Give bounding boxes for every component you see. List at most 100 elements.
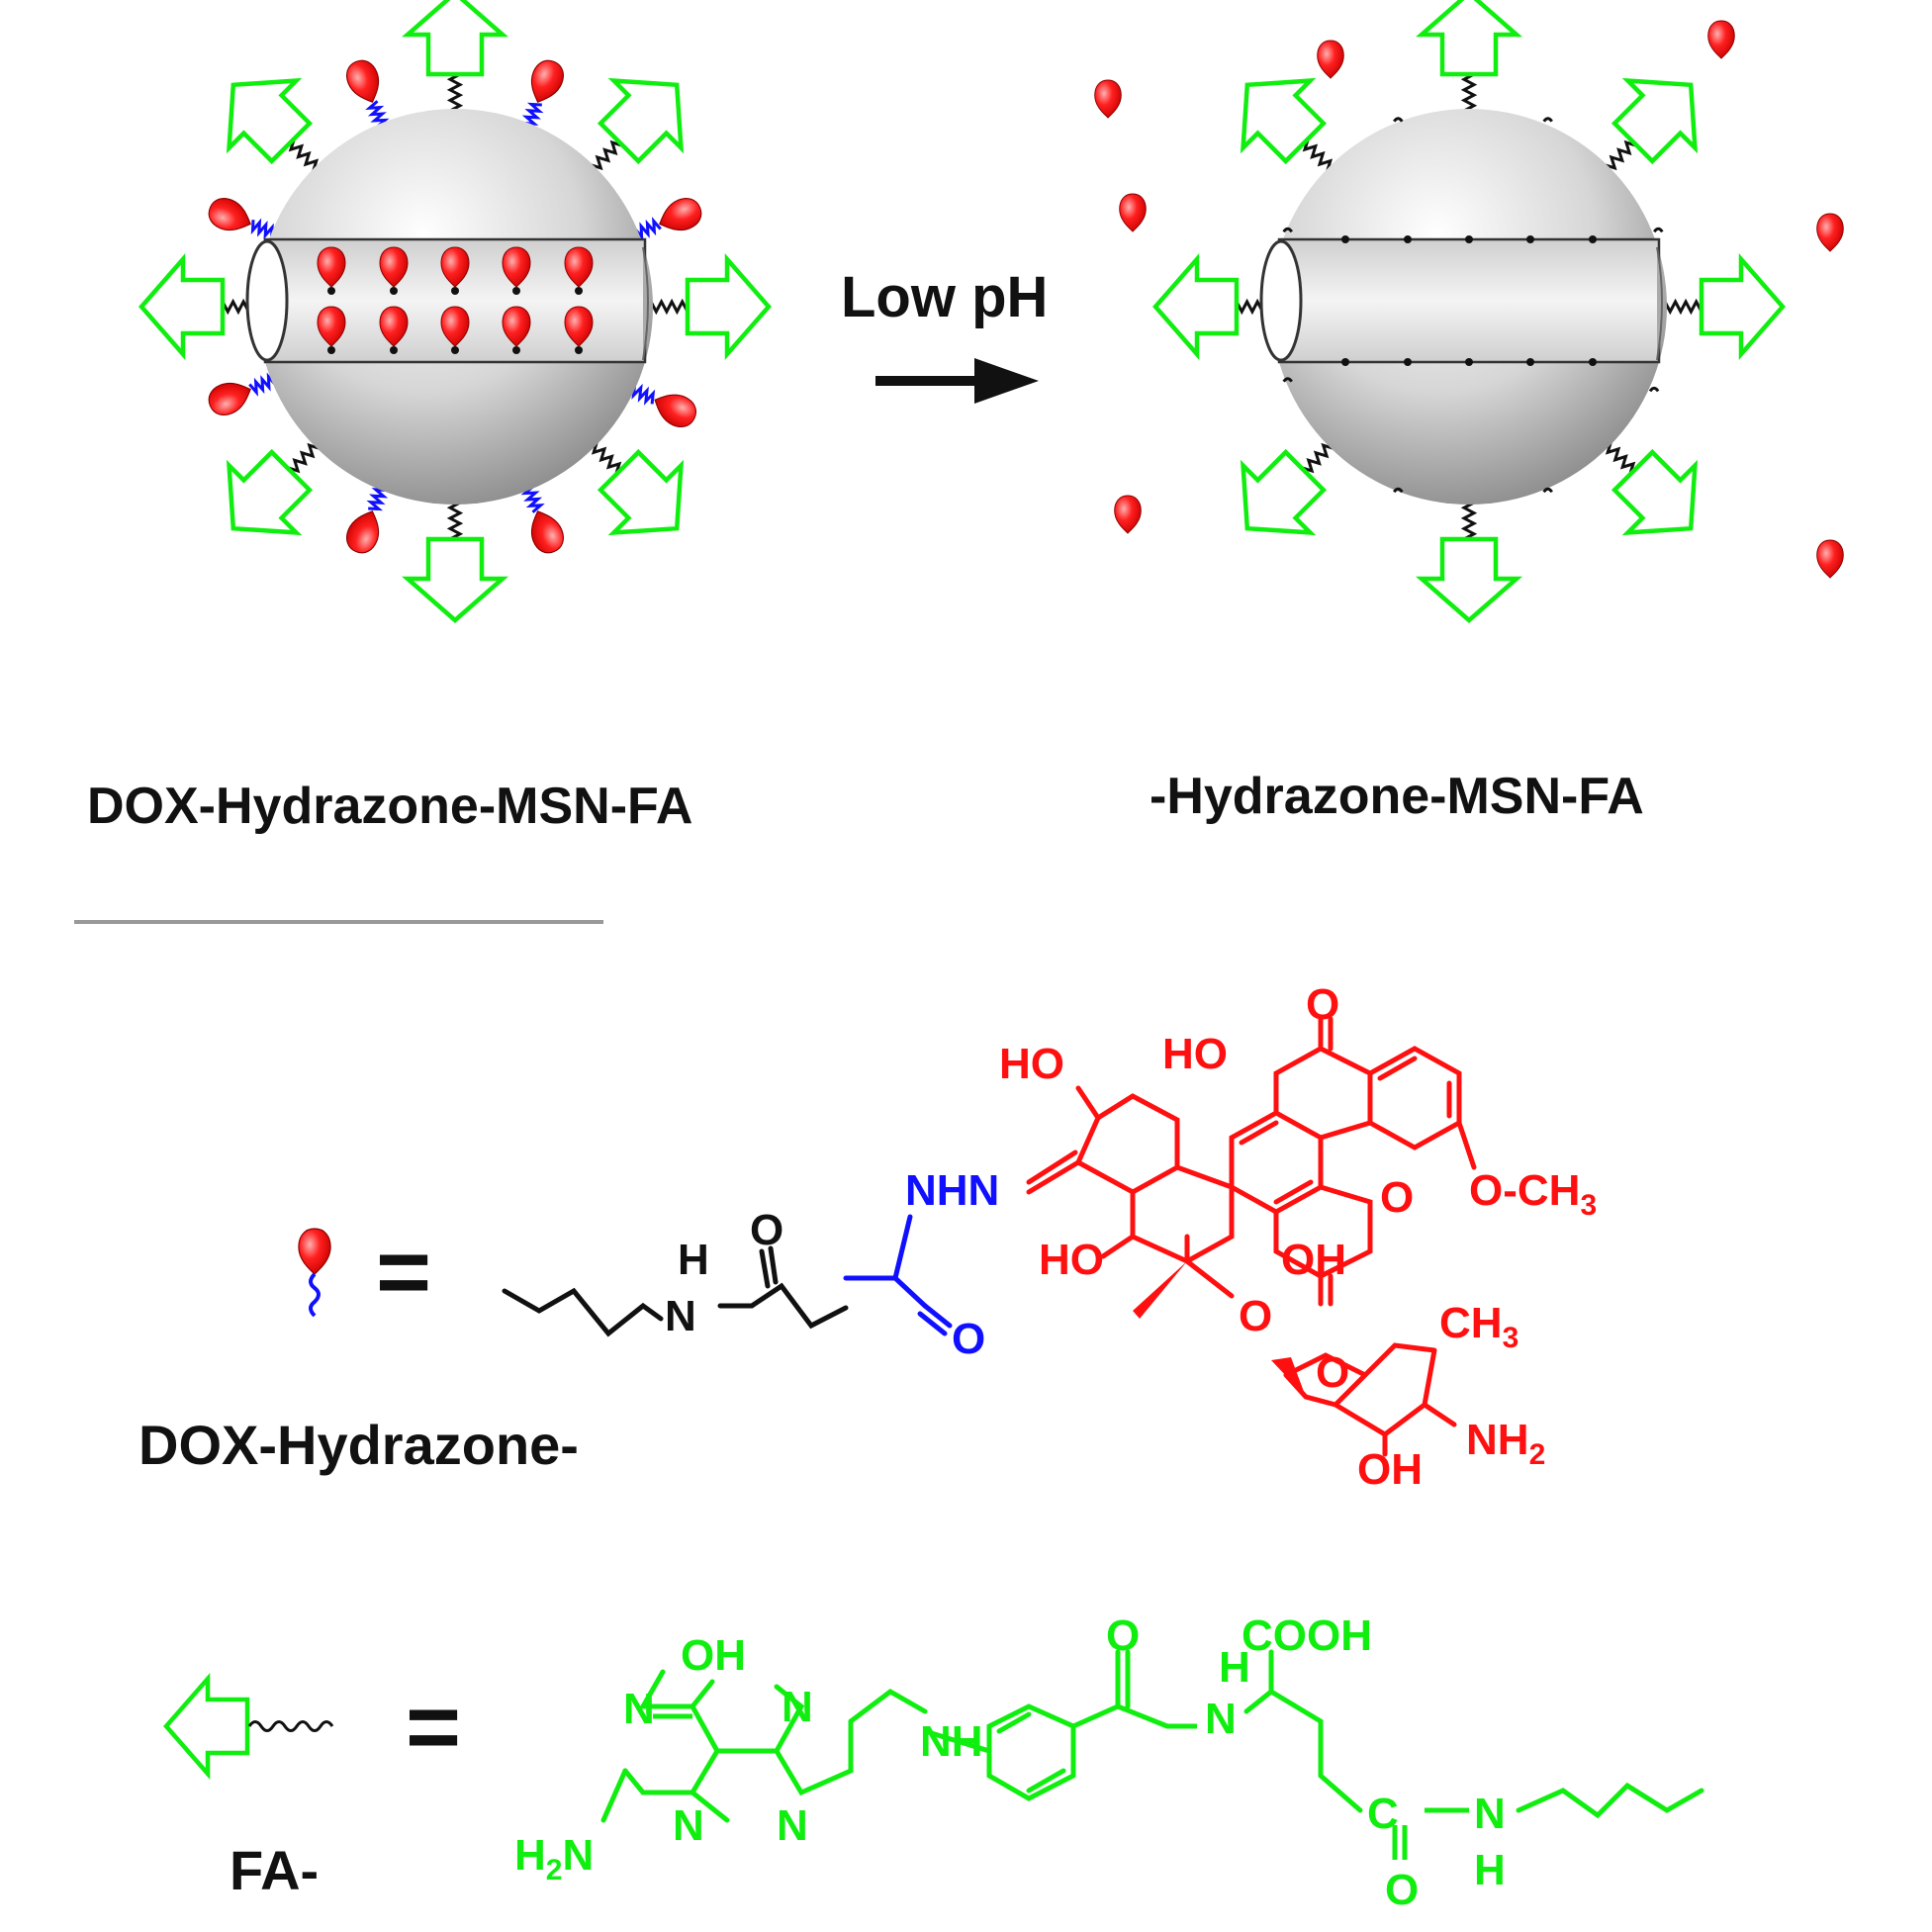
hydrazone-nhn: NHN [905,1166,999,1215]
linker-chain [446,501,464,541]
amide-o: O [750,1206,783,1254]
folate-arrow [1600,51,1724,176]
hydrazone-o: O [952,1315,985,1363]
equals-sign-dox: = [376,1219,431,1325]
folate-arrow [200,437,324,562]
carbonyl-double [1392,1825,1408,1860]
released-drop [1114,495,1142,534]
pore-end [642,246,649,361]
folate-arrow [1422,0,1517,74]
dox-caption: DOX-Hydrazone- [138,1414,579,1476]
linker-chain [1460,72,1478,113]
sugar-ring-o: O [1316,1348,1349,1397]
dox-ho-left: HO [1039,1236,1104,1284]
pore-loaded-dox [317,246,594,354]
dox-ho-ring: HO [1162,1030,1228,1078]
anchor-dot [1526,358,1534,366]
fa-nh-link: NH [920,1717,983,1766]
stub [1542,487,1553,494]
folate-arrow [688,259,769,354]
linker-chain [250,218,274,240]
stub [1542,117,1553,123]
fa-oh: OH [681,1631,746,1680]
sugar-wedge [1271,1357,1306,1397]
linker-chain [1605,441,1636,476]
surface-drop [341,55,388,109]
fa-n3: N [673,1801,704,1850]
fa-terminal-h: H [1474,1846,1506,1894]
dox-symbol [298,1228,331,1318]
glycosidic-o: O [1239,1292,1272,1340]
surface-drop [341,505,388,558]
stub [1648,386,1660,393]
anchor-dot [1589,358,1597,366]
anchor-dot [1589,235,1597,243]
anchor-dot [390,346,398,354]
folate-arrow [1422,539,1517,620]
fa-amide-n: N [1205,1695,1237,1743]
stub [1393,487,1404,494]
linker-chain [521,102,544,126]
fa-carbonyl-o: O [1385,1866,1419,1914]
anchor-dot [451,287,459,295]
pore-opening-right [1259,239,1303,362]
folate-arrow [1702,259,1783,354]
pore-opening [245,239,289,362]
linker-chain [366,488,389,511]
left-particle [141,0,769,620]
anchor-dot [1341,235,1349,243]
anchor-dot [327,346,335,354]
folate-arrow [408,539,503,620]
butyl-chain [502,1245,849,1337]
left-caption: DOX-Hydrazone-MSN-FA [87,778,692,835]
surface-drop [653,193,706,239]
nh-to-ring [924,1728,990,1754]
quinone-o-top: O [1306,980,1339,1029]
fa-symbol [166,1679,334,1774]
arrow-label: Low pH [841,265,1048,329]
right-caption: -Hydrazone-MSN-FA [1150,768,1644,825]
stub [1653,227,1664,233]
linker-chain [365,100,390,129]
surface-drop [648,385,701,433]
anchor-dot [451,346,459,354]
surface-drop [204,374,257,420]
right-linker-chains [1235,72,1703,541]
dox-ho-top: HO [999,1040,1064,1088]
anchor-dot [1341,358,1349,366]
folate-arrow [141,259,223,354]
anchor-dot [512,287,520,295]
fa-cooh: COOH [1242,1611,1372,1660]
linker-chain [1604,139,1638,171]
released-drop [1119,193,1147,232]
surface-drop [204,193,257,239]
anchor-dot [1404,358,1412,366]
anchor-dot [1465,358,1473,366]
left-linker-chains [221,72,690,541]
surface-drop [522,505,569,558]
folate-arrow [200,51,324,176]
fa-n2: N [782,1683,813,1731]
anchor-dot [1404,235,1412,243]
fa-terminal-n: N [1474,1790,1506,1838]
folate-arrow [408,0,503,74]
doxorubicin-skeleton [1026,1016,1477,1457]
anchor-dot [327,287,335,295]
released-drop [1816,213,1844,252]
folate-arrow [1155,259,1237,354]
fa-legend: = FA- OH N N N N H2N NH O H N COOH C [166,1611,1704,1914]
fa-carbonyl-c: C [1367,1790,1399,1838]
quinone-o-bottom: O [1380,1173,1414,1222]
stub [1282,377,1293,383]
fa-amide-o: O [1106,1611,1140,1660]
sugar-nh2: NH2 [1466,1416,1545,1471]
fa-h2n: H2N [514,1831,594,1886]
released-drop [1317,40,1344,79]
amide-h: H [678,1236,709,1284]
pore-end-right [1656,246,1663,361]
anchor-dot [575,346,583,354]
fa-amide-h: H [1219,1643,1250,1692]
linker-chain [520,485,545,513]
